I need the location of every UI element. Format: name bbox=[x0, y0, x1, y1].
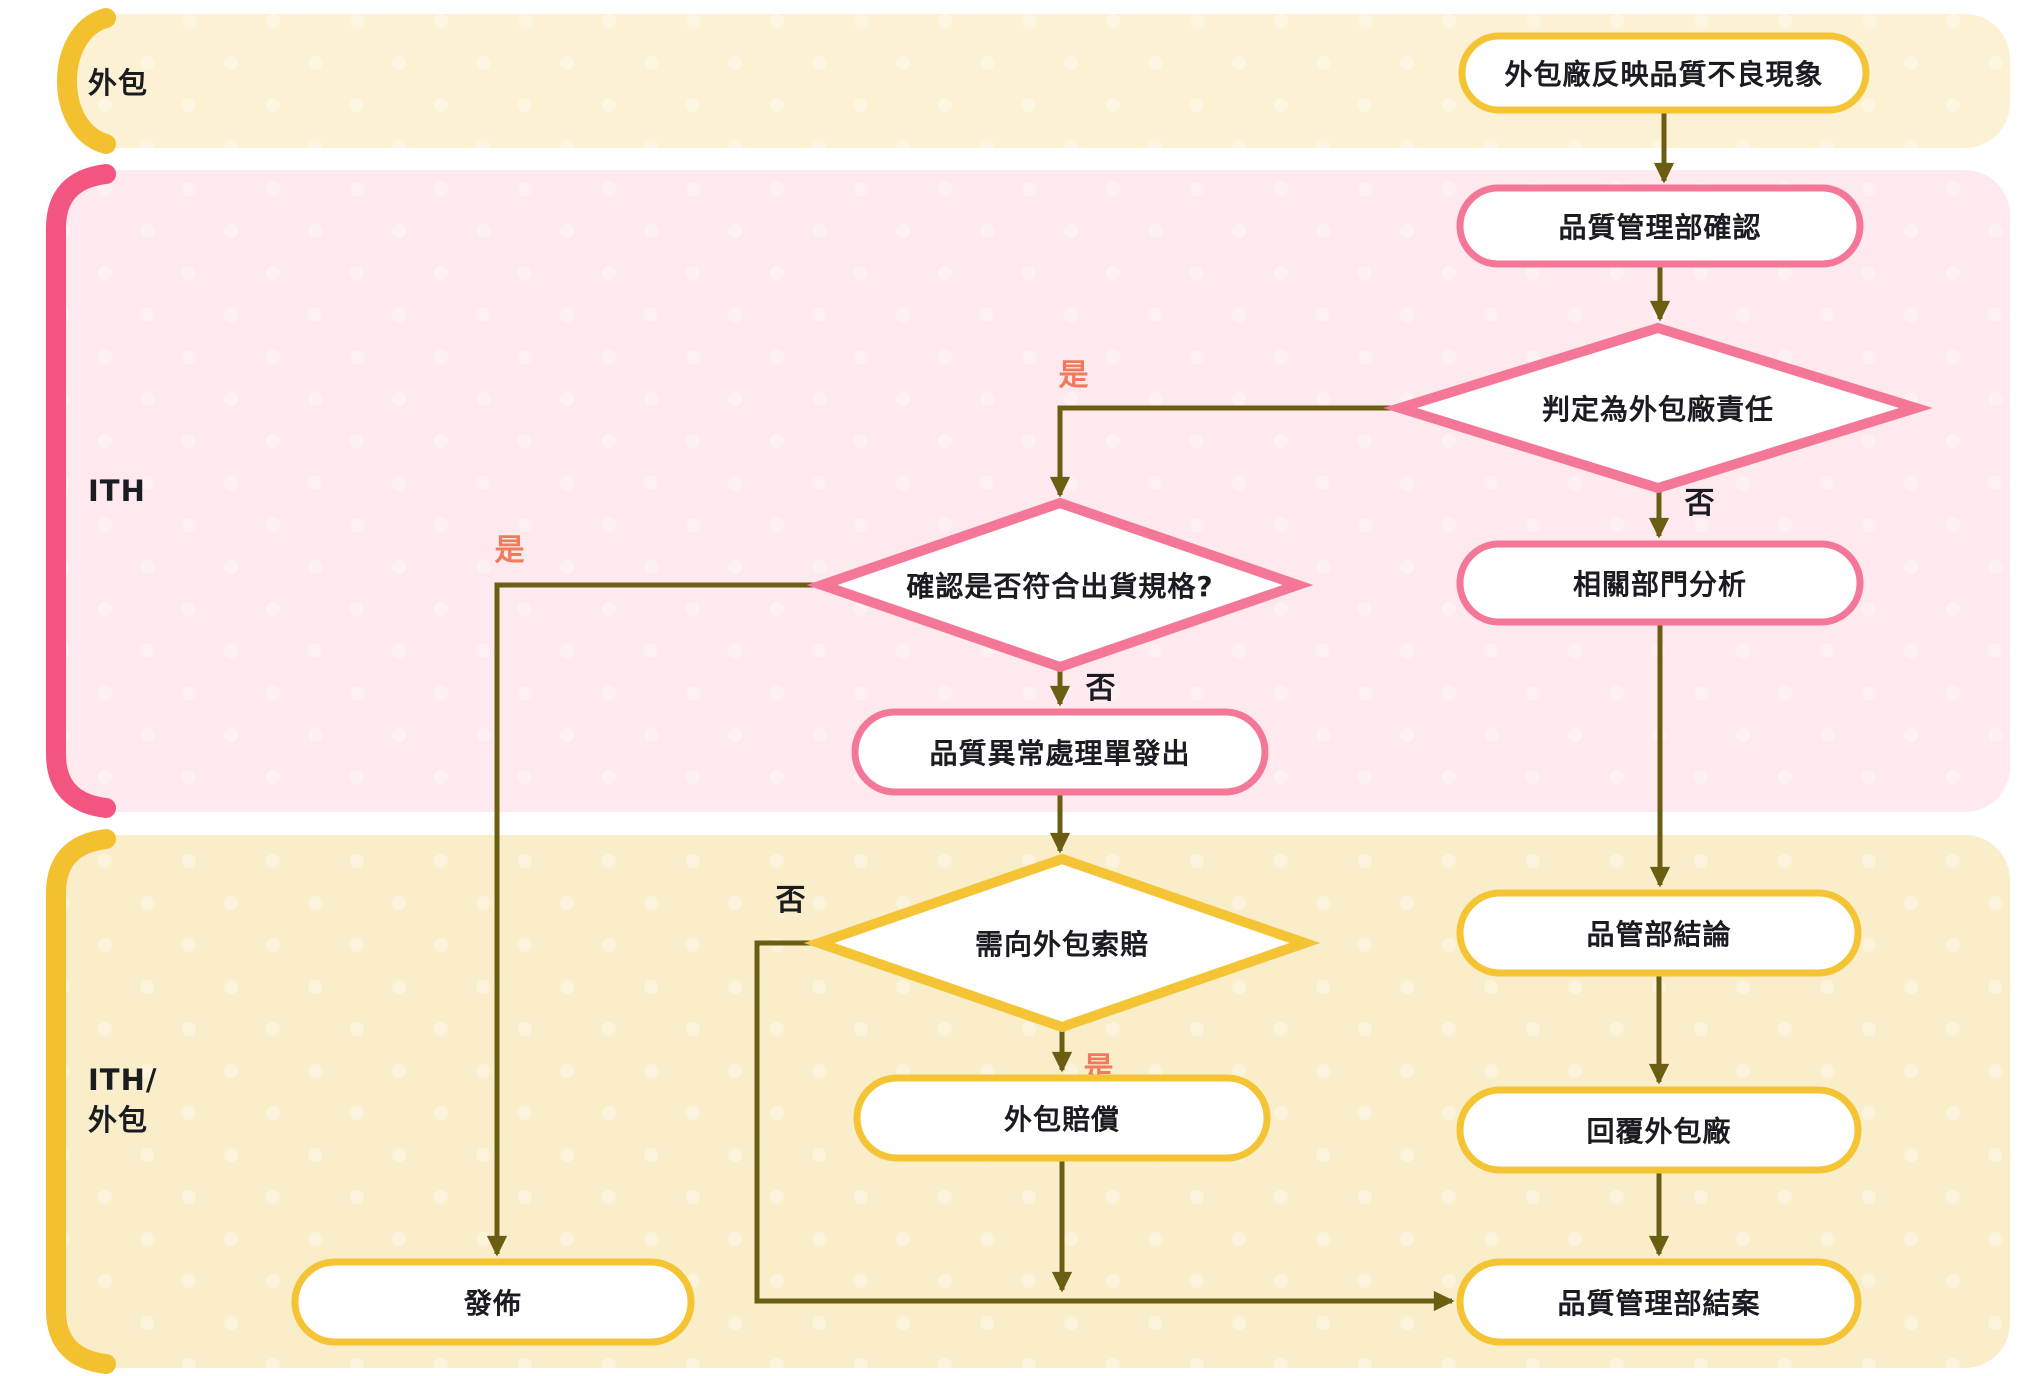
node-claim-decision: 需向外包索賠 bbox=[803, 853, 1321, 1033]
node-qa-close: 品質管理部結案 bbox=[1456, 1258, 1862, 1346]
node-related-dept-analysis: 相關部門分析 bbox=[1456, 540, 1864, 626]
branch-no-judge: 否 bbox=[1685, 486, 1716, 521]
edge-claim-no-to-close bbox=[754, 940, 1455, 1312]
node-qa-confirm: 品質管理部確認 bbox=[1456, 184, 1864, 268]
node-issue-abnormal-form-shape bbox=[851, 708, 1269, 796]
node-judge-responsibility: 判定為外包廠責任 bbox=[1383, 322, 1933, 494]
node-claim-decision-label: 需向外包索賠 bbox=[975, 928, 1149, 961]
branch-yes-checkspec: 是 bbox=[495, 533, 526, 568]
lane-outsourcer-bracket bbox=[57, 8, 116, 154]
edges bbox=[486, 110, 1675, 1312]
branch-labels: 是 否 是 否 否 是 bbox=[495, 358, 1716, 1086]
node-judge-responsibility-shape bbox=[1383, 322, 1933, 494]
node-outsourcer-compensation-label: 外包賠償 bbox=[1004, 1103, 1120, 1136]
node-outsourcer-compensation-shape bbox=[853, 1074, 1271, 1162]
lane-ith-outsourcer-bracket bbox=[46, 829, 116, 1374]
node-reply-outsourcer-label: 回覆外包廠 bbox=[1586, 1115, 1731, 1148]
node-release-shape bbox=[291, 1258, 695, 1346]
node-related-dept-analysis-label: 相關部門分析 bbox=[1573, 568, 1747, 601]
lane-ith: ITH bbox=[46, 164, 2010, 818]
node-outsourcer-report: 外包廠反映品質不良現象 bbox=[1458, 32, 1870, 114]
node-release: 發佈 bbox=[291, 1258, 695, 1346]
node-check-spec-shape bbox=[806, 497, 1314, 673]
node-issue-abnormal-form-label: 品質異常處理單發出 bbox=[929, 737, 1190, 770]
lane-outsourcer-label: 外包 bbox=[88, 66, 148, 100]
lane-ith-label: ITH bbox=[88, 474, 146, 508]
node-outsourcer-report-shape bbox=[1458, 32, 1870, 114]
node-outsourcer-report-label: 外包廠反映品質不良現象 bbox=[1504, 58, 1823, 91]
node-qa-confirm-label: 品質管理部確認 bbox=[1558, 211, 1761, 244]
node-qc-conclusion-label: 品管部結論 bbox=[1586, 918, 1731, 951]
node-claim-decision-shape bbox=[803, 853, 1321, 1033]
nodes: 外包廠反映品質不良現象 品質管理部確認 判定為外包廠責任 相關部門分析 確認是否… bbox=[291, 32, 1933, 1346]
branch-no-claim: 否 bbox=[776, 883, 807, 918]
node-qa-close-label: 品質管理部結案 bbox=[1557, 1287, 1760, 1320]
branch-no-checkspec: 否 bbox=[1086, 671, 1117, 706]
node-qc-conclusion: 品管部結論 bbox=[1456, 889, 1862, 977]
node-release-label: 發佈 bbox=[463, 1287, 522, 1320]
edge-judge-yes-to-checkspec bbox=[1049, 405, 1400, 498]
lane-ith-outsourcer-label: ITH/ 外包 bbox=[88, 1063, 169, 1137]
node-issue-abnormal-form: 品質異常處理單發出 bbox=[851, 708, 1269, 796]
node-qa-close-shape bbox=[1456, 1258, 1862, 1346]
node-reply-outsourcer: 回覆外包廠 bbox=[1456, 1086, 1862, 1174]
node-outsourcer-compensation: 外包賠償 bbox=[853, 1074, 1271, 1162]
node-check-spec-label: 確認是否符合出貨規格? bbox=[906, 570, 1213, 603]
node-judge-responsibility-label: 判定為外包廠責任 bbox=[1542, 393, 1774, 426]
node-related-dept-analysis-shape bbox=[1456, 540, 1864, 626]
node-reply-outsourcer-shape bbox=[1456, 1086, 1862, 1174]
edge-checkspec-yes-to-release bbox=[486, 582, 822, 1257]
branch-yes-judge: 是 bbox=[1059, 358, 1090, 393]
node-qc-conclusion-shape bbox=[1456, 889, 1862, 977]
lane-ith-bracket bbox=[46, 164, 116, 818]
node-check-spec: 確認是否符合出貨規格? bbox=[806, 497, 1314, 673]
lane-ith-dots bbox=[66, 170, 2010, 812]
node-qa-confirm-shape bbox=[1456, 184, 1864, 268]
